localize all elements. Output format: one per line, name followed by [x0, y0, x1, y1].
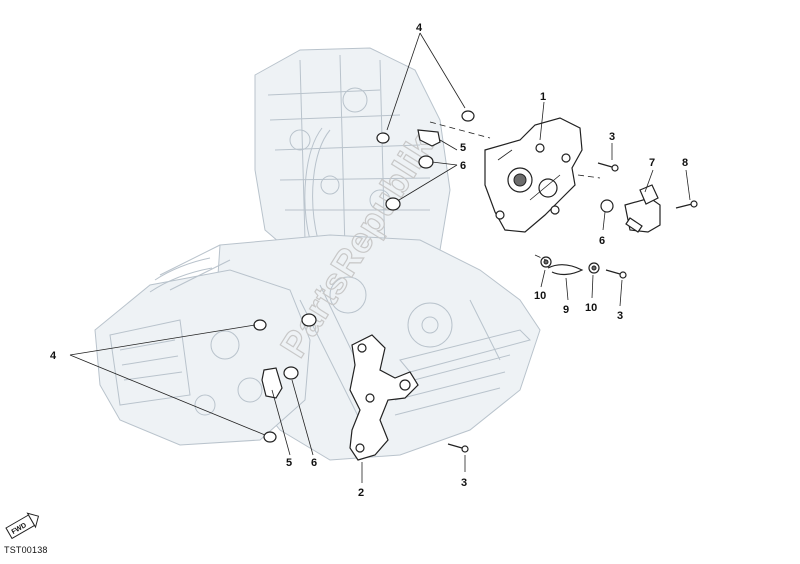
fwd-direction-badge: FWD: [5, 512, 40, 540]
callout-6-upper: 6: [460, 160, 466, 172]
callout-5-lower: 5: [286, 457, 292, 469]
assembly-lines: [429, 121, 601, 261]
callout-5-upper: 5: [460, 142, 466, 154]
callout-10-right: 10: [585, 302, 597, 314]
callout-10-left: 10: [534, 290, 546, 302]
callout-4-left: 4: [50, 350, 57, 362]
part-1-pump-cover: [484, 117, 583, 233]
callout-6-lower: 6: [311, 457, 317, 469]
reference-code: TST00138: [4, 545, 48, 555]
part-3-screws: [447, 162, 627, 453]
callout-3-lower: 3: [461, 477, 467, 489]
callout-7: 7: [649, 157, 655, 169]
callout-labels: 1 2 3 3 3 4 4 5 5 6 6 6 7 8 9 10 10: [50, 22, 688, 499]
callout-3-middle: 3: [617, 310, 623, 322]
callout-6-right: 6: [599, 235, 605, 247]
callout-1: 1: [540, 91, 546, 103]
part-8-screw: [675, 200, 698, 209]
part-5-gaskets: [261, 129, 441, 399]
callout-8: 8: [682, 157, 688, 169]
callout-2: 2: [358, 487, 364, 499]
callout-leaders: [69, 32, 691, 483]
part-9-clip-spring: [547, 264, 584, 276]
callout-4-upper: 4: [416, 22, 423, 34]
part-7-elbow-fitting: [624, 184, 661, 233]
callout-3-upper: 3: [609, 131, 615, 143]
part-2-gasket-plate: [349, 334, 419, 461]
callout-9: 9: [563, 304, 569, 316]
engine-block-illustration: [94, 47, 541, 461]
o-rings: [253, 110, 614, 443]
